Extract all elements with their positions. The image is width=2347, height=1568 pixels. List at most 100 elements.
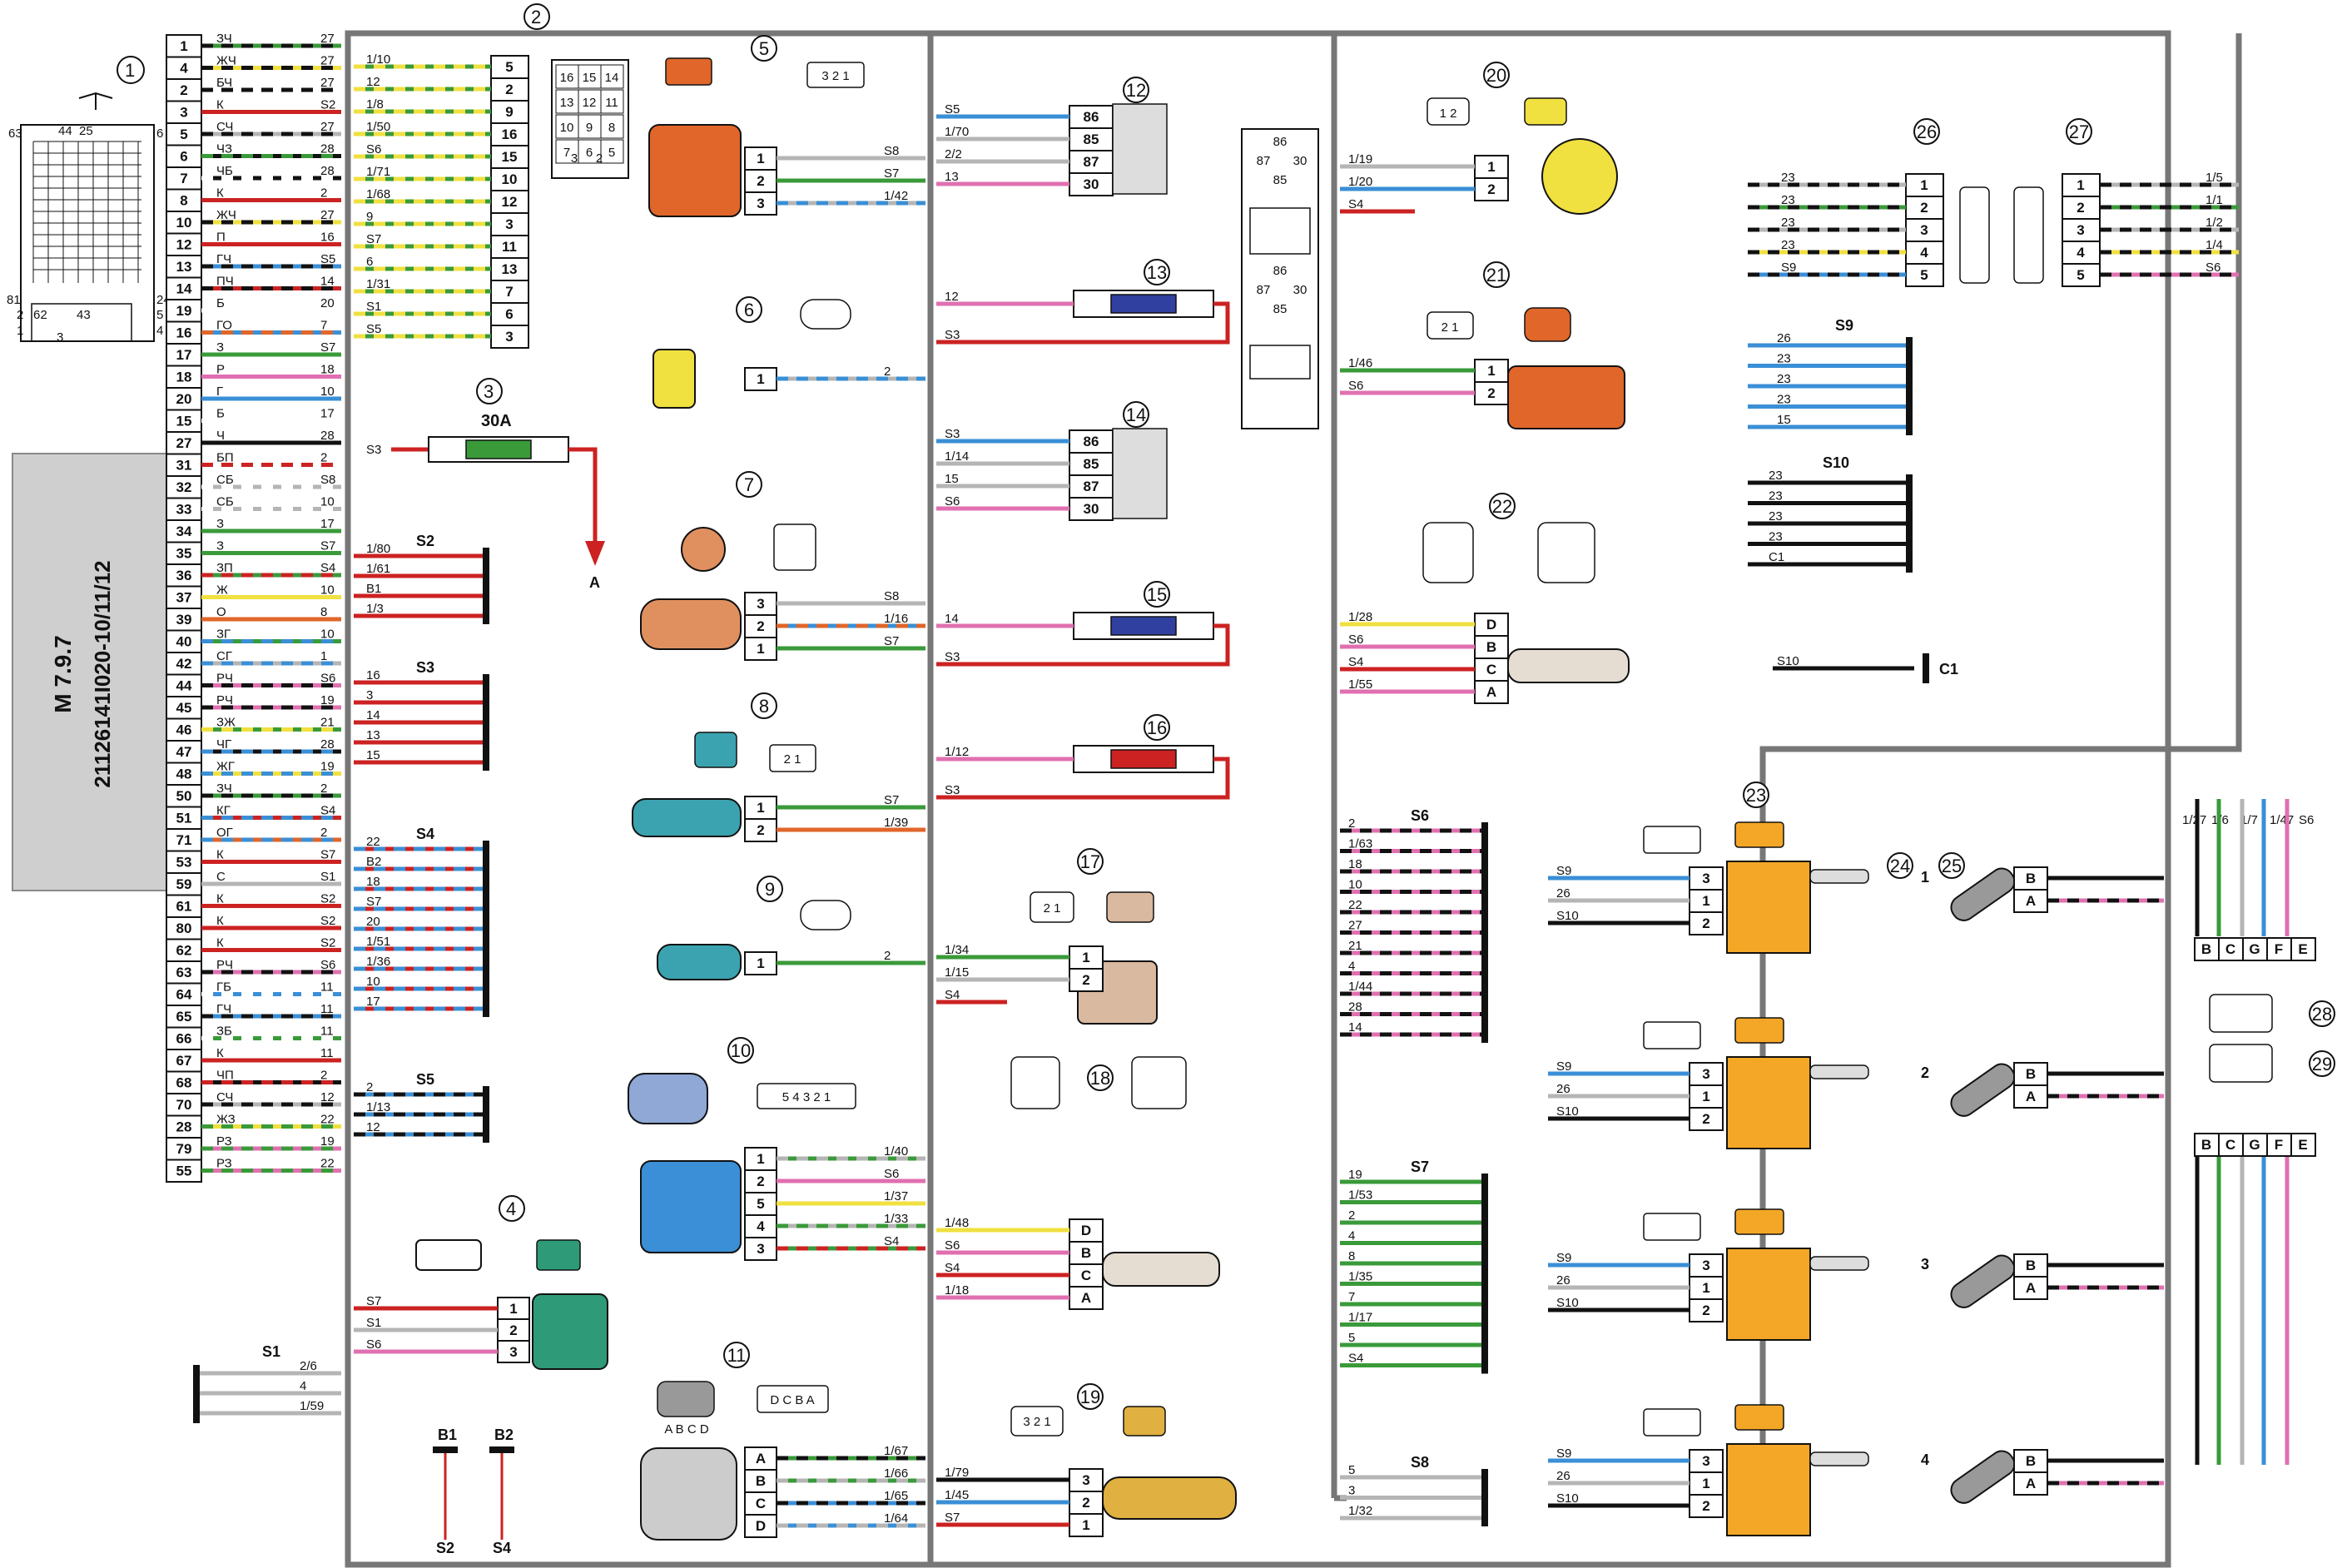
ecu-wire-dest: 27: [320, 120, 335, 134]
coil-pin-number: 3: [1702, 1453, 1709, 1469]
relays-fuses: 1286S5851/70872/230131486S3851/14871530S…: [936, 77, 1237, 1537]
component-number: 15: [1147, 584, 1167, 605]
splice-s9-wire-label: 23: [1777, 393, 1791, 407]
splice-wire-label: 1/32: [1348, 1504, 1372, 1518]
ecu-wire-dest: 2: [320, 826, 327, 840]
ecu-wire-dest: 17: [320, 407, 335, 421]
ecu-wire-code: К: [216, 892, 224, 906]
connector-27-pin-number: 1: [2077, 177, 2084, 193]
ecu-pin-number: 17: [176, 347, 192, 363]
ecu-wire-code: ЗЖ: [216, 716, 236, 730]
connector-28-wire-label: 1/27: [2182, 813, 2206, 827]
ignition-coil-body: [1726, 861, 1811, 954]
component-number: 25: [1942, 856, 1962, 876]
coil-pin: [1689, 911, 1724, 935]
splice-wire-label: 2: [1348, 1208, 1355, 1223]
connector-26-wire-label: 23: [1781, 238, 1795, 252]
splice-bar: [1481, 822, 1488, 1043]
coil-plug: [1734, 821, 1784, 848]
ecu-wire-code: ЗГ: [216, 628, 231, 642]
splice-wire-label: 1/13: [366, 1100, 390, 1114]
ecu-wire-dest: 11: [320, 1025, 334, 1039]
connector-pin-number: 2: [757, 173, 764, 189]
ecu-pin-cell: [166, 541, 202, 565]
ecu-wire-dest: 18: [320, 363, 335, 377]
splice-wire-label: 5: [1348, 1463, 1355, 1477]
ecu-wire-code: ЗП: [216, 561, 233, 575]
connector-pin-number: C: [756, 1496, 766, 1511]
ecu-pin-number: 3: [180, 105, 187, 121]
connector-wire-label: 1/39: [884, 816, 908, 830]
component-number-circle: [1913, 118, 1940, 145]
connector-2-cell: [555, 139, 579, 164]
fuse-wire-label: 14: [945, 612, 959, 626]
connector-28-pin-number: C: [2225, 941, 2235, 957]
fuse-wire-label: 1/12: [945, 745, 969, 759]
connector-26-wire-label: 23: [1781, 193, 1795, 207]
coil-pin-number: 3: [1702, 871, 1709, 886]
connector-pin: [744, 951, 777, 975]
ecu-pin-map-label: 25: [79, 124, 93, 138]
ecu-wire-code: ГО: [216, 319, 232, 333]
coil-pinout: [1643, 1213, 1701, 1241]
ecu-pin-cell: [166, 806, 202, 830]
coil-plug: [1734, 1404, 1784, 1431]
ecu-wire-code: К: [216, 914, 224, 928]
connector-2-pin-number: 3: [505, 329, 513, 345]
relay-wire-label: 13: [945, 170, 959, 184]
connector-pin-number: 3: [1082, 1472, 1089, 1488]
splice-wire-label: 20: [366, 915, 380, 929]
component-number: 17: [1080, 851, 1100, 872]
connector-pin: [744, 191, 777, 216]
connector-26-pin-number: 4: [1920, 245, 1928, 261]
coil-pin: [1689, 1298, 1724, 1322]
ecu-pin-number: 47: [176, 744, 192, 760]
connector-26-pin-number: 2: [1920, 200, 1928, 216]
ecu-wire-dest: 22: [320, 1157, 335, 1171]
ecu-pin-map-label: 5: [156, 308, 163, 322]
component-3-number: 3: [484, 381, 494, 402]
ecu-pin-cell: [166, 585, 202, 609]
connector-pin-number: 1: [1082, 1517, 1089, 1533]
ecu-wire-code: ЧГ: [216, 737, 231, 752]
connector-wire-label: S4: [945, 1261, 960, 1275]
splice-wire-label: 14: [366, 708, 380, 722]
splice-wire-label: 17: [366, 995, 380, 1009]
connector-pin-number: B: [1486, 639, 1496, 655]
sensor-21-pinout: [1427, 311, 1474, 340]
ecu-wire-code: О: [216, 605, 226, 619]
ecu-pin-number: 53: [176, 855, 192, 871]
ecu-wire-code: Ж: [216, 583, 228, 598]
connector-27-pin: [2062, 196, 2101, 220]
connector-2-pin-number: 11: [502, 239, 517, 255]
ecu-wire-code: РЧ: [216, 958, 233, 972]
connector-28-pin: [2290, 1133, 2316, 1157]
component-number: 23: [1746, 785, 1766, 806]
sensor-9-pinout: [800, 900, 851, 930]
fuse-wire-label: 12: [945, 290, 959, 304]
sensor-22-pinout: [1422, 522, 1474, 583]
coil-pin-number: 1: [1702, 1280, 1709, 1296]
relay-pin-number: 86: [1084, 434, 1099, 449]
sensor-4-pinout: [415, 1239, 482, 1271]
connector-4-pin-number: 3: [509, 1344, 517, 1360]
ecu-wire-dest: 22: [320, 1113, 335, 1127]
connector-pin-number: 2: [757, 618, 764, 634]
component-2-number: 2: [531, 7, 541, 27]
coil-wire-label: S10: [1556, 1296, 1579, 1310]
connector-wire-label: S7: [945, 1511, 960, 1525]
sensor-20-body: [1541, 138, 1618, 215]
coil-wire-label: 26: [1556, 1273, 1570, 1288]
connector-2-cell-number: 15: [583, 71, 597, 85]
component-number-circle: [1743, 782, 1769, 808]
connector-28-pin-number: G: [2249, 1137, 2260, 1153]
ecu-pin-number: 2: [180, 82, 187, 98]
connector-wire-label: 1/40: [884, 1144, 908, 1159]
ecu-wire-dest: 20: [320, 296, 335, 310]
ecu-wire-dest: 28: [320, 737, 335, 752]
connector-2-wire-label: S1: [366, 300, 381, 314]
component-number: 21: [1486, 265, 1506, 285]
connector-2-pin-number: 16: [502, 127, 518, 142]
sensor-19-pinout-label: 3 2 1: [1023, 1415, 1050, 1429]
splice-wire-label: 12: [366, 1120, 380, 1134]
